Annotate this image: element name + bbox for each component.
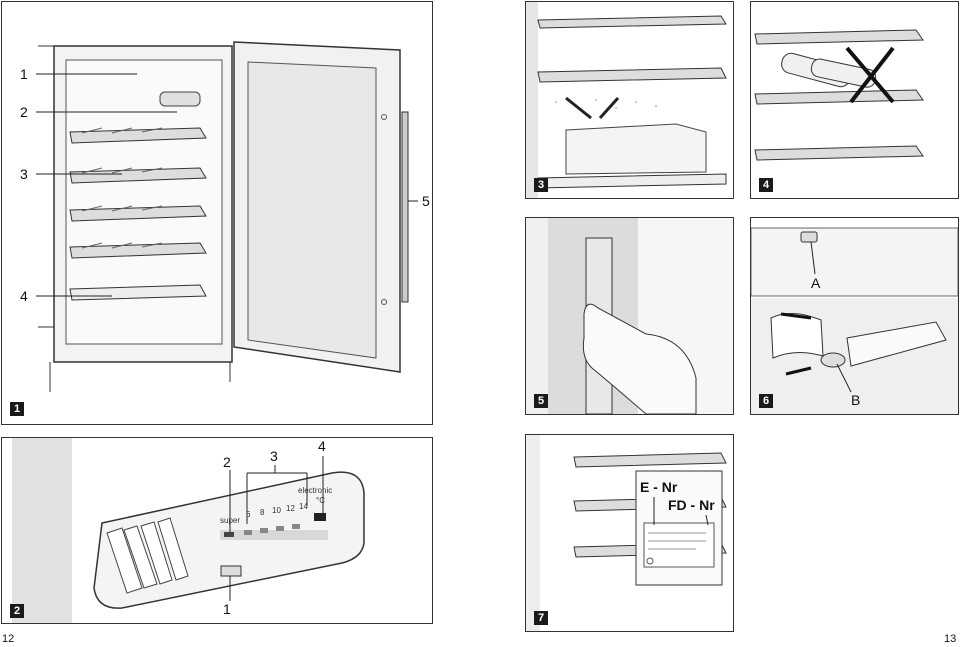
shelf-with-box-illustration <box>526 2 727 198</box>
figure-2: 2 3 4 1 super electronic 6 8 10 12 14 °C… <box>1 437 433 624</box>
figure-number: 6 <box>759 394 773 408</box>
page-number-right: 13 <box>944 633 957 645</box>
scale-6: 6 <box>246 510 251 519</box>
callout-3: 3 <box>270 448 278 464</box>
scale-14: 14 <box>299 502 308 511</box>
door-handle-illustration <box>526 218 733 414</box>
figure-number: 1 <box>10 402 24 416</box>
bottles-not-allowed-illustration <box>754 29 924 161</box>
callout-2: 2 <box>20 104 28 120</box>
callout-2: 2 <box>223 454 231 470</box>
control-panel-illustration <box>12 438 365 623</box>
rating-plate-illustration <box>526 435 727 631</box>
callout-3: 3 <box>20 166 28 182</box>
figure-4: 4 <box>750 1 959 199</box>
scale-8: 8 <box>260 508 265 517</box>
scale-12: 12 <box>286 504 295 513</box>
callout-b: B <box>851 392 861 408</box>
page-number-left: 12 <box>2 633 15 645</box>
callout-5: 5 <box>422 193 430 209</box>
figure-number: 2 <box>10 604 24 618</box>
figure-number: 3 <box>534 178 548 192</box>
callout-a: A <box>811 275 821 291</box>
figure-number: 5 <box>534 394 548 408</box>
callout-1: 1 <box>223 601 231 617</box>
light-bulb-replacement-illustration <box>751 227 958 414</box>
figure-number: 7 <box>534 611 548 625</box>
super-label: super <box>220 516 241 525</box>
fridge-open-illustration <box>36 41 418 392</box>
electronic-label: electronic <box>298 486 333 495</box>
unit-label: °C <box>316 496 325 505</box>
figure-1: 1 2 3 4 5 1 <box>1 1 433 425</box>
callout-4: 4 <box>318 438 326 454</box>
e-nr-label: E - Nr <box>640 479 678 495</box>
callout-4: 4 <box>20 288 28 304</box>
figure-7: E - Nr FD - Nr 7 <box>525 434 734 632</box>
figure-5: 5 <box>525 217 734 415</box>
figure-3: 3 <box>525 1 734 199</box>
scale-10: 10 <box>272 506 281 515</box>
figure-number: 4 <box>759 178 773 192</box>
figure-6: A B 6 <box>750 217 959 415</box>
callout-1: 1 <box>20 66 28 82</box>
fd-nr-label: FD - Nr <box>668 497 715 513</box>
